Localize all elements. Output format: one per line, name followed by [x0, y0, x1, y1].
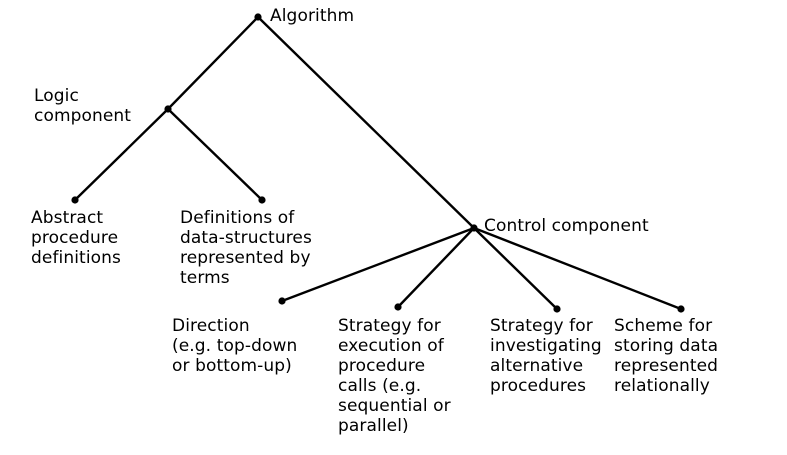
node-dot-scheme [677, 305, 685, 313]
label-line: Algorithm [270, 6, 355, 26]
label-line: terms [180, 268, 230, 288]
node-dot-control [470, 224, 478, 232]
label-line: data-structures [180, 228, 312, 248]
label-line: calls (e.g. [338, 376, 422, 396]
node-dot-logic [164, 105, 172, 113]
node-dots [71, 13, 685, 313]
edge-control-to-strategy_execution [396, 226, 476, 309]
label-line: execution of [338, 336, 444, 356]
label-line: alternative [490, 356, 584, 376]
node-dot-abstract [71, 196, 79, 204]
edge-logic-to-abstract [73, 107, 170, 202]
label-line: sequential or [338, 396, 451, 416]
node-label-control-component: Control component [484, 216, 649, 236]
edge-control-to-strategy_investigating [472, 226, 559, 311]
label-line: relationally [614, 376, 710, 396]
label-line: Logic [34, 86, 79, 106]
edge-control-to-direction [280, 226, 476, 303]
label-line: Scheme for [614, 316, 713, 336]
label-line: represented by [180, 248, 311, 268]
node-dot-direction [278, 297, 286, 305]
label-line: Control component [484, 216, 649, 236]
label-line: investigating [490, 336, 602, 356]
node-dot-strategy-execution [394, 303, 402, 311]
edge-algorithm-to-control [256, 15, 476, 230]
label-line: Strategy for [490, 316, 593, 336]
label-line: procedures [490, 376, 587, 396]
node-dot-algorithm [254, 13, 262, 21]
label-line: Definitions of [180, 208, 295, 228]
label-line: storing data [614, 336, 719, 356]
label-line: procedure [338, 356, 426, 376]
label-line: procedure [31, 228, 119, 248]
label-line: represented [614, 356, 719, 376]
label-line: component [34, 106, 132, 126]
node-dot-definitions [258, 196, 266, 204]
label-line: parallel) [338, 416, 409, 436]
node-dot-strategy-investigating [553, 305, 561, 313]
label-line: Abstract [31, 208, 104, 228]
label-line: Direction [172, 316, 250, 336]
label-line: (e.g. top-down [172, 336, 298, 356]
edges [73, 15, 683, 311]
label-line: definitions [31, 248, 121, 268]
label-line: Strategy for [338, 316, 441, 336]
node-label-algorithm: Algorithm [270, 6, 354, 26]
edge-algorithm-to-logic [166, 15, 260, 111]
label-line: or bottom-up) [172, 356, 292, 376]
edge-logic-to-definitions [166, 107, 264, 202]
edge-control-to-scheme [472, 226, 683, 311]
